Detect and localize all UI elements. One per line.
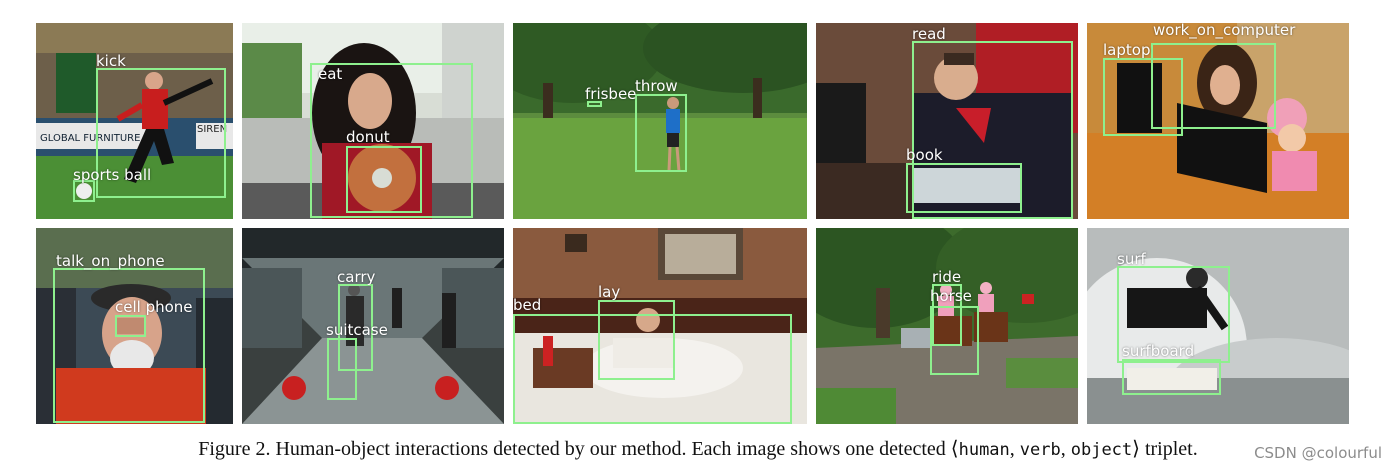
image-lay: bed lay (513, 228, 807, 424)
scene-kick (36, 23, 233, 219)
bbox-object (1122, 359, 1221, 395)
bbox-human (1151, 43, 1276, 129)
bbox-human (96, 68, 226, 198)
caption-sep: , (1060, 438, 1071, 460)
caption-word-object: object (1070, 440, 1133, 460)
verb-label: eat (318, 65, 343, 83)
object-label: donut (346, 128, 390, 146)
bbox-object (930, 306, 979, 375)
bbox-human (932, 284, 962, 346)
object-label: cell phone (115, 298, 193, 316)
image-read: read book (816, 23, 1078, 219)
scene-carry (242, 228, 504, 424)
object-label: laptop (1103, 41, 1151, 59)
caption-sep: , (1009, 438, 1020, 460)
caption-prefix: Figure 2. Human-object interactions dete… (198, 438, 959, 460)
image-kick: GLOBAL FURNITURE SIREN kick sports ball (36, 23, 233, 219)
image-carry: carry suitcase (242, 228, 504, 424)
verb-label: surf (1117, 250, 1146, 268)
figure-caption: Figure 2. Human-object interactions dete… (0, 436, 1396, 461)
bbox-object (587, 101, 602, 107)
verb-label: lay (598, 283, 621, 301)
object-label: suitcase (326, 321, 388, 339)
image-surf: surf surfboard (1087, 228, 1349, 424)
bbox-human (310, 63, 473, 218)
verb-label: talk_on_phone (56, 252, 165, 270)
object-label: book (906, 146, 943, 164)
image-work-on-computer: laptop work_on_computer (1087, 23, 1349, 219)
bbox-object (327, 338, 357, 400)
object-label: horse (930, 287, 972, 305)
scene-throw (513, 23, 807, 219)
scene-ride (816, 228, 1078, 424)
object-label: frisbee (585, 85, 637, 103)
bbox-object (1103, 58, 1183, 136)
sign-text: GLOBAL FURNITURE (40, 133, 141, 144)
bbox-object (346, 146, 422, 213)
sign-text: SIREN (197, 124, 228, 135)
caption-word-human: human (958, 440, 1010, 460)
bbox-human (53, 268, 205, 423)
verb-label: throw (635, 77, 678, 95)
bbox-human (912, 41, 1073, 219)
verb-label: kick (96, 52, 126, 70)
bbox-human (598, 300, 675, 380)
caption-word-verb: verb (1019, 440, 1061, 460)
verb-label: work_on_computer (1153, 23, 1296, 39)
caption-suffix: ⟩ triplet. (1132, 438, 1198, 460)
verb-label: ride (932, 268, 962, 286)
bbox-human (1117, 266, 1230, 363)
scene-talk-on-phone (36, 228, 233, 424)
bbox-human (635, 94, 687, 172)
scene-eat (242, 23, 504, 219)
image-eat: eat donut (242, 23, 504, 219)
verb-label: read (912, 25, 946, 43)
object-label: bed (513, 296, 542, 314)
bbox-object (513, 314, 792, 424)
object-label: sports ball (73, 166, 152, 184)
image-throw: frisbee throw (513, 23, 807, 219)
image-talk-on-phone: talk_on_phone cell phone (36, 228, 233, 424)
bbox-object (115, 315, 146, 337)
object-label: surfboard (1122, 342, 1195, 360)
bbox-object (906, 163, 1022, 213)
scene-work-on-computer (1087, 23, 1349, 219)
image-ride: ride horse (816, 228, 1078, 424)
verb-label: carry (337, 268, 376, 286)
watermark: CSDN @colourful (1254, 444, 1382, 462)
bbox-object (73, 180, 95, 202)
